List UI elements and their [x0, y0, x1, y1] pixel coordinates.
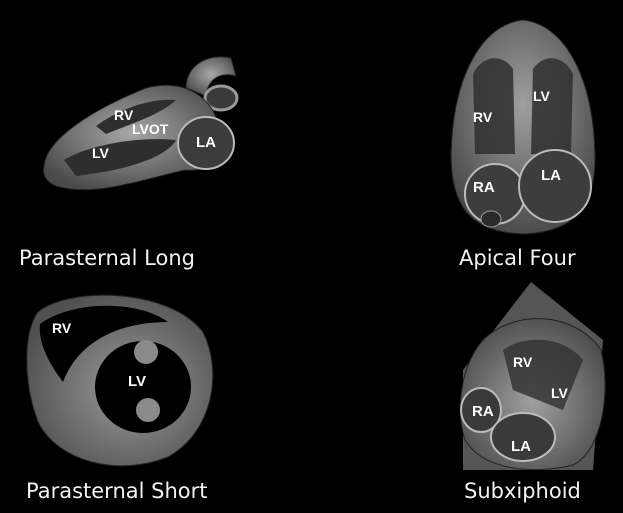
subxiphoid-rv-label: RV: [513, 354, 533, 370]
parasternal-long-panel: RV LVOT LV LA: [36, 48, 246, 208]
apical-four-lv-label: LV: [533, 88, 551, 104]
apical-four-la-label: LA: [541, 167, 561, 184]
parasternal-long-rv-label: RV: [114, 107, 134, 123]
parasternal-long-lv-label: LV: [92, 145, 110, 161]
apical-four-caption: Apical Four: [459, 246, 576, 270]
apical-four-ra-label: RA: [473, 179, 495, 196]
parasternal-long-heart-image: RV LVOT LV LA: [43, 56, 239, 191]
subxiphoid-caption: Subxiphoid: [464, 479, 581, 503]
subxiphoid-ra-label: RA: [472, 403, 494, 420]
parasternal-long-la-label: LA: [196, 134, 216, 151]
subxiphoid-lv-label: LV: [551, 385, 569, 401]
apical-four-heart-image: RV LV RA LA: [450, 19, 596, 235]
parasternal-short-heart-image: RV LV: [26, 294, 214, 467]
subxiphoid-heart-image: RV LV RA LA: [459, 282, 606, 471]
parasternal-long-caption: Parasternal Long: [19, 246, 195, 270]
subxiphoid-la-label: LA: [511, 438, 531, 455]
parasternal-short-rv-label: RV: [52, 320, 72, 336]
parasternal-short-caption: Parasternal Short: [26, 479, 208, 503]
parasternal-long-lvot-label: LVOT: [132, 121, 169, 137]
apical-four-panel: RV LV RA LA: [443, 14, 603, 239]
parasternal-short-lv-label: LV: [128, 373, 146, 390]
subxiphoid-panel: RV LV RA LA: [453, 280, 613, 475]
parasternal-short-panel: RV LV: [18, 282, 223, 472]
apical-four-rv-label: RV: [473, 109, 493, 125]
